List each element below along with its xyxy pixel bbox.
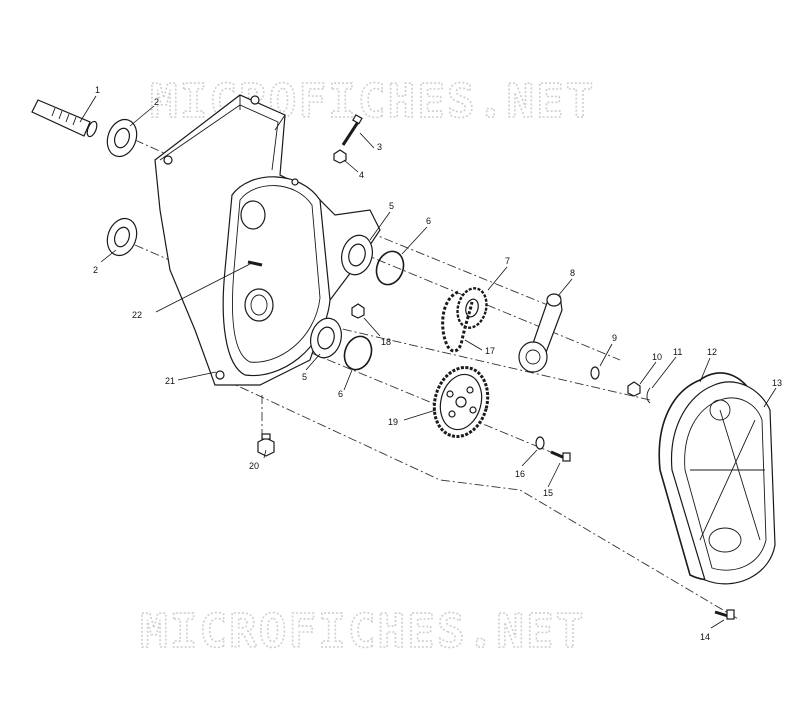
part-4-nut [333, 149, 347, 164]
callout-6-upper: 6 [426, 216, 431, 226]
callout-9: 9 [612, 333, 617, 343]
leader-lines [79, 95, 777, 629]
callout-13: 13 [772, 378, 782, 388]
part-2-seal-lower [106, 217, 138, 257]
part-18-nut [351, 303, 365, 319]
part-3-bolt [341, 114, 363, 146]
callout-22: 22 [132, 310, 142, 320]
callout-10: 10 [652, 352, 662, 362]
callout-18: 18 [381, 337, 391, 347]
part-13-chaincase-cover [670, 381, 776, 585]
callout-2-lower: 2 [93, 265, 98, 275]
callout-19: 19 [388, 417, 398, 427]
part-19-lower-gear [432, 366, 490, 438]
callout-20: 20 [249, 461, 259, 471]
callout-5-lower: 5 [302, 372, 307, 382]
callout-16: 16 [515, 469, 525, 479]
callout-4: 4 [359, 170, 364, 180]
callout-21: 21 [165, 376, 175, 386]
callout-2-upper: 2 [154, 97, 159, 107]
part-16-washer [535, 436, 545, 450]
part-6-snap-ring-upper [375, 250, 405, 286]
part-20-drain-plug [257, 433, 275, 457]
part-5-bearing-lower [310, 317, 342, 359]
callout-17: 17 [485, 346, 495, 356]
part-5-bearing-upper [341, 234, 373, 276]
part-17-chain [441, 290, 474, 353]
callout-labels: 1 2 2 3 4 5 5 6 6 7 8 9 10 11 12 13 14 1… [93, 85, 782, 642]
part-22-stud [247, 260, 263, 267]
callout-11: 11 [673, 347, 682, 357]
part-14-screw [714, 609, 735, 620]
callout-15: 15 [543, 488, 553, 498]
part-21-chaincase-housing [154, 94, 381, 386]
part-2-seal-upper [106, 118, 138, 158]
part-8-tensioner-arm [518, 293, 563, 373]
part-10-nut [627, 381, 641, 397]
callout-1: 1 [95, 85, 100, 95]
part-11-cotter-pin [646, 387, 651, 404]
callout-8: 8 [570, 268, 575, 278]
callout-14: 14 [700, 632, 710, 642]
part-15-bolt [550, 450, 571, 462]
callout-12: 12 [707, 347, 717, 357]
callout-7: 7 [505, 256, 510, 266]
watermark-bottom: MICROFICHES.NET [140, 604, 585, 658]
callout-3: 3 [377, 142, 382, 152]
part-1-shaft [31, 99, 98, 138]
part-9-washer [590, 366, 600, 380]
callout-5-upper: 5 [389, 201, 394, 211]
part-6-snap-ring-lower [343, 335, 373, 371]
callout-6-lower: 6 [338, 389, 343, 399]
